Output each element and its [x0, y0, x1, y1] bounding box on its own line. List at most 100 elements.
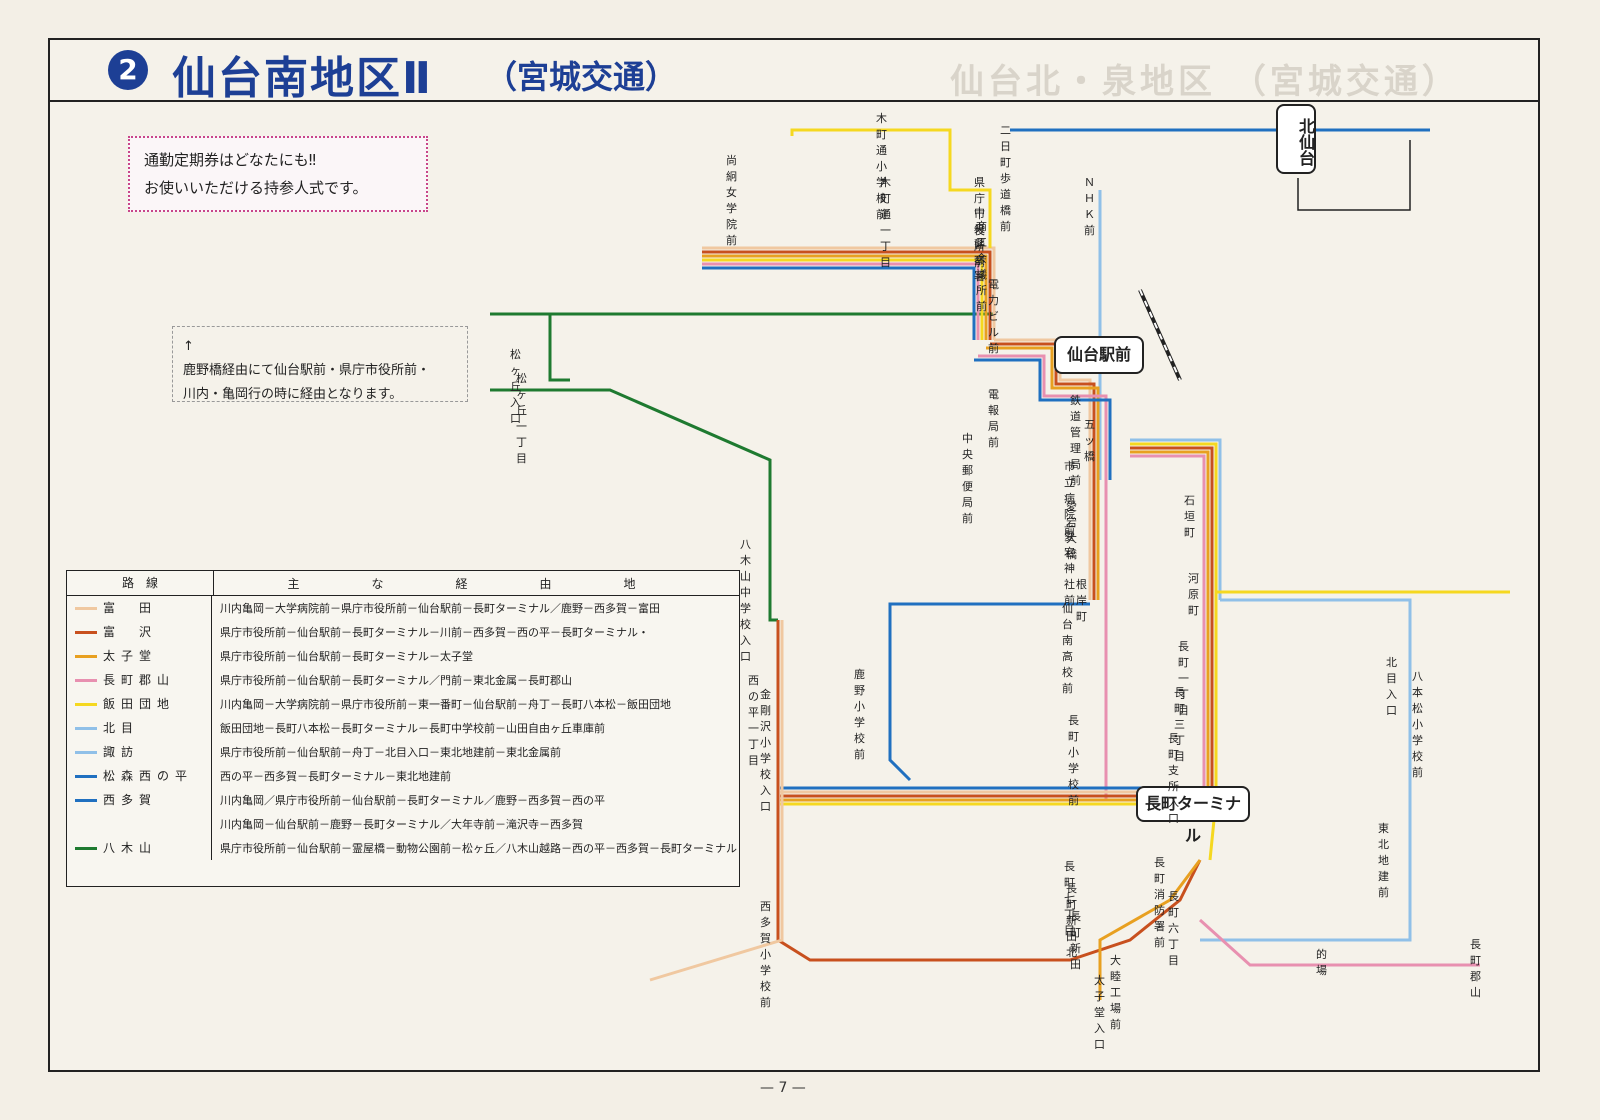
legend-row: 富 田川内亀岡－大学病院前－県庁市役所前－仙台駅前－長町ターミナル／鹿野－西多賀…	[67, 596, 739, 620]
stop-kimachi-sho: 木町通小学校前	[876, 112, 887, 221]
route-map	[490, 128, 1510, 1000]
legend-route-name: 諏訪	[103, 740, 212, 764]
stop-naga3: 長町三丁目	[1174, 686, 1185, 763]
stop-ishigaki: 石垣町	[1184, 494, 1195, 539]
map-frame: 2 仙台南地区Ⅱ （宮城交通） 仙台北・泉地区 （宮城交通）	[48, 38, 1540, 1072]
stop-nhk: ＮＨＫ前	[1084, 176, 1095, 237]
section-number: 2	[108, 50, 148, 90]
stop-chiken: 東北地建前	[1378, 822, 1389, 899]
legend-swatch	[75, 702, 97, 706]
legend-route-name: 太子堂	[103, 644, 212, 668]
legend-col-via: 主 な 経 由 地	[287, 576, 666, 591]
stop-tetsudo: 鉄道管理局前	[1070, 394, 1081, 487]
legend-route-via: 川内亀岡－大学病院前－県庁市役所前－仙台駅前－長町ターミナル／鹿野－西多賀－富田	[220, 602, 660, 615]
stop-koriyama: 長町郡山	[1470, 938, 1481, 999]
legend-row: 富 沢県庁市役所前－仙台駅前－長町ターミナル－川前－西多賀－西の平－長町ターミナ…	[67, 620, 739, 644]
page-subtitle: （宮城交通）	[485, 58, 678, 96]
stop-yagi-chu: 八木山中学校入口	[740, 538, 751, 663]
legend-swatch	[75, 606, 97, 610]
stop-naga1: 長町一丁目	[1178, 640, 1189, 717]
legend-rows: 富 田川内亀岡－大学病院前－県庁市役所前－仙台駅前－長町ターミナル／鹿野－西多賀…	[67, 596, 739, 860]
legend-row: 松森西の平西の平－西多賀－長町ターミナル－東北地建前	[67, 764, 739, 788]
legend-route-name: 八木山	[103, 836, 212, 860]
legend-route-via: 西の平－西多賀－長町ターミナル－東北地建前	[220, 770, 451, 783]
stop-chuoyubin: 中央郵便局前	[962, 432, 973, 525]
legend-row: 長町郡山県庁市役所前－仙台駅前－長町ターミナル／門前－東北金属－長町郡山	[67, 668, 739, 692]
stop-futsukamachi: 二日町歩道橋前	[1000, 124, 1011, 233]
legend-swatch	[75, 750, 97, 754]
legend-row: 飯田団地川内亀岡－大学病院前－県庁市役所前－東一番町－仙台駅前－舟丁－長町八本松…	[67, 692, 739, 716]
stop-shokei: 尚絅女学院前	[726, 154, 737, 247]
legend-route-via: 県庁市役所前－仙台駅前－舟丁－北目入口－東北地建前－東北金属前	[220, 746, 561, 759]
stop-shinden-kita: 長町新田北	[1066, 882, 1077, 959]
stop-kanomashi: 鹿野小学校前	[854, 668, 865, 761]
stop-kotodai: 県庁市役所前	[974, 176, 985, 269]
nagamachi-terminal-box: 長町ターミナル	[1136, 786, 1250, 845]
legend-route-name: 富 沢	[103, 620, 212, 644]
route-kitasendai-3	[1297, 140, 1411, 211]
sendai-station-box: 仙台駅前	[1054, 336, 1144, 374]
bundle-west	[702, 246, 996, 340]
commuter-pass-notice: 通勤定期券はどなたにも‼ お使いいただける持参人式です。	[128, 136, 428, 212]
notice-line-2: お使いいただける持参人式です。	[144, 179, 368, 197]
stop-kongo: 金剛沢小学校入口	[760, 688, 771, 813]
stop-negishi: 根岸町	[1076, 578, 1087, 623]
route-lines	[490, 128, 1510, 1000]
route-koriyama	[1198, 918, 1480, 967]
legend-route-name: 西多賀	[103, 788, 212, 812]
legend-swatch	[75, 823, 97, 826]
kitasendai-box: 北仙台	[1276, 104, 1316, 174]
legend-route-name: 松森西の平	[103, 764, 212, 788]
legend-route-name	[103, 812, 212, 836]
legend-row: 八木山県庁市役所前－仙台駅前－霊屋橋－動物公園前－松ヶ丘／八木山越路－西の平－西…	[67, 836, 739, 860]
stop-naga-sho: 長町小学校前	[1068, 714, 1079, 807]
note-arrow: ↑	[183, 339, 194, 354]
legend-route-via: 川内亀岡－大学病院前－県庁市役所前－東一番町－仙台駅前－舟丁－長町八本松－飯田団…	[220, 698, 671, 711]
page-title: 仙台南地区Ⅱ	[172, 53, 433, 104]
route-iida-north	[790, 128, 992, 248]
bleed-through-title: 仙台北・泉地区 （宮城交通）	[950, 62, 1460, 102]
legend-header: 路 線 主 な 経 由 地	[67, 571, 739, 596]
route-legend: 路 線 主 な 経 由 地 富 田川内亀岡－大学病院前－県庁市役所前－仙台駅前－…	[66, 570, 740, 887]
stop-denryoku: 電力ビル前	[988, 278, 999, 355]
stop-shiritsu: 市立病院前	[1064, 460, 1075, 537]
stop-shobo: 長町消防署前	[1154, 856, 1165, 949]
stop-minamikoko: 仙台南高校前	[1062, 602, 1073, 695]
legend-row: 川内亀岡－仙台駅前－鹿野－長町ターミナル／大年寺前－滝沢寺－西多賀	[67, 812, 739, 836]
map-header: 2 仙台南地区Ⅱ （宮城交通） 仙台北・泉地区 （宮城交通）	[50, 40, 1538, 104]
stop-keisatsu: 中央警察署	[974, 206, 985, 283]
stop-matsugaoka: 松ヶ丘入口	[510, 348, 521, 425]
note-line-1: 鹿野橋経由にて仙台駅前・県庁市役所前・	[183, 363, 431, 378]
route-kitame-east	[1200, 598, 1412, 942]
legend-row: 諏訪県庁市役所前－仙台駅前－舟丁－北目入口－東北地建前－東北金属前	[67, 740, 739, 764]
stop-kitame: 北目入口	[1386, 656, 1397, 717]
stop-matsu1: 松ヶ丘一丁目	[516, 372, 527, 465]
legend-route-via: 川内亀岡／県庁市役所前－仙台駅前－長町ターミナル／鹿野－西多賀－西の平	[220, 794, 605, 807]
legend-col-route: 路 線	[67, 571, 214, 595]
route-tomita	[649, 620, 784, 982]
stop-otakubashi: 愛宕大橋	[1066, 500, 1077, 561]
kano-route-note: ↑ 鹿野橋経由にて仙台駅前・県庁市役所前・ 川内・亀岡行の時に経由となります。	[172, 326, 468, 402]
legend-route-via: 県庁市役所前－仙台駅前－長町ターミナル／門前－東北金属－長町郡山	[220, 674, 572, 687]
stop-denpo: 電報局前	[988, 388, 999, 449]
stop-otaku-jinja: 愛宕神社前	[1064, 530, 1075, 607]
legend-swatch	[75, 726, 97, 730]
legend-route-name: 富 田	[103, 596, 212, 620]
stop-shoko: 商工会議所前	[976, 220, 987, 313]
legend-route-via: 県庁市役所前－仙台駅前－長町ターミナル－太子堂	[220, 650, 473, 663]
route-yagiyama-loop	[548, 314, 570, 382]
route-taishido	[1098, 859, 1202, 1000]
legend-route-via: 飯田団地－長町八本松－長町ターミナル－長町中学校前－山田自由ヶ丘車庫前	[220, 722, 605, 735]
legend-swatch	[75, 774, 97, 778]
bundle-funacho	[1130, 438, 1222, 861]
legend-swatch	[75, 654, 97, 658]
legend-route-name: 飯田団地	[103, 692, 212, 716]
page-number: — 7 —	[760, 1080, 806, 1096]
stop-mato: 的場	[1316, 948, 1327, 977]
stop-kimachi: 木町通一丁目	[880, 176, 891, 269]
stop-daiyu: 大睦工場前	[1110, 954, 1121, 1031]
stop-shisho: 長町支所入口	[1168, 732, 1179, 825]
legend-route-via: 川内亀岡－仙台駅前－鹿野－長町ターミナル／大年寺前－滝沢寺－西多賀	[220, 818, 583, 831]
stop-kawara: 河原町	[1188, 572, 1199, 617]
stop-taishido-iri: 太子堂入口	[1094, 974, 1105, 1051]
